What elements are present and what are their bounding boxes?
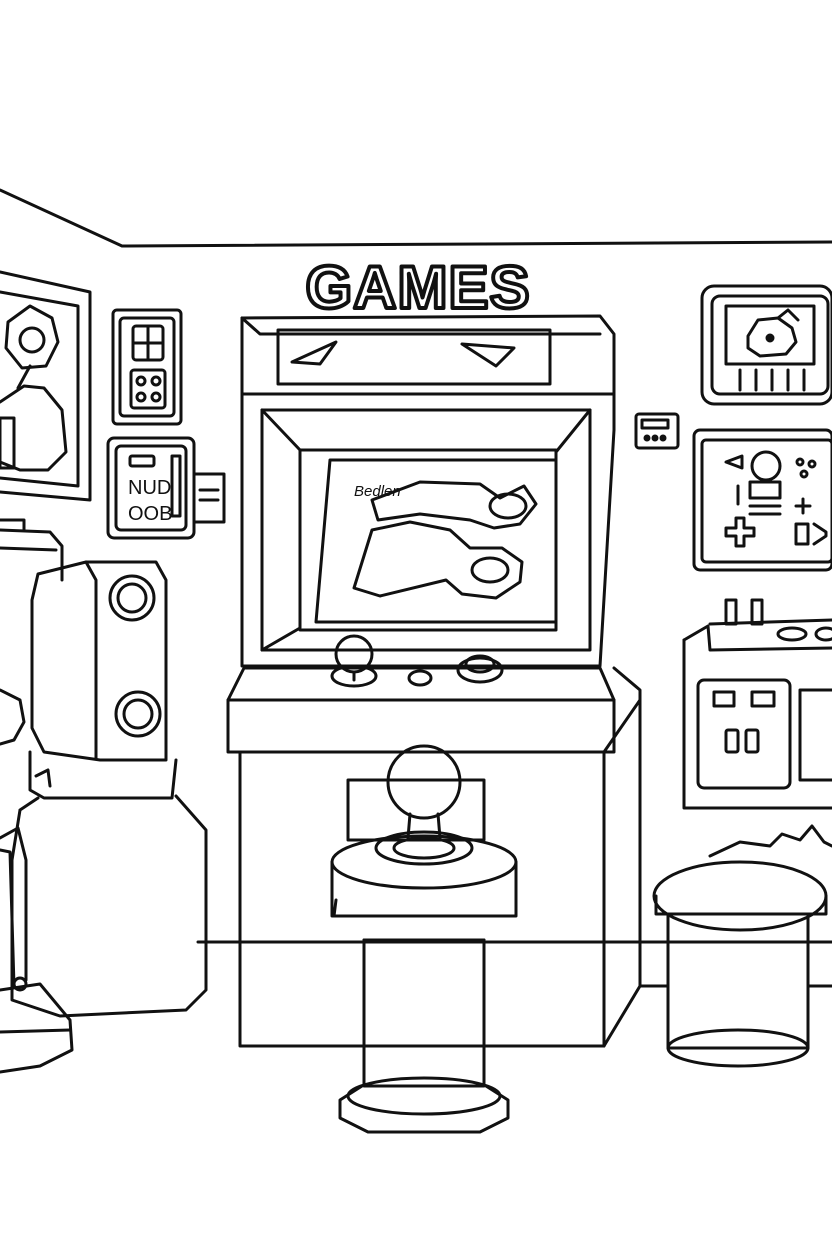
poster-nud-oob: NUD OOB [106, 436, 226, 540]
arcade-screen: Bedlen [314, 458, 558, 624]
wall-switch [634, 412, 680, 450]
speaker-bottom-icon [114, 690, 162, 738]
left-machine [0, 528, 208, 1074]
arcade-cabinet: Bedlen [226, 314, 642, 1048]
games-sign-text: GAMES [305, 254, 530, 321]
trash-bin [652, 824, 832, 1068]
poster-controller-diagram [692, 428, 832, 572]
joystick-pedestal [330, 744, 518, 1134]
poster-text-line1: NUD [128, 477, 171, 499]
speaker-top-icon [108, 574, 156, 622]
poster-text-line2: OOB [128, 503, 172, 525]
right-console [682, 598, 832, 810]
large-button-icon [456, 656, 504, 684]
poster-controller-panel [111, 308, 183, 426]
games-sign: GAMES [303, 252, 531, 323]
small-button-icon [407, 669, 433, 687]
room-walls [0, 188, 832, 944]
poster-robot-hand [0, 270, 92, 532]
poster-character-tv [700, 284, 832, 406]
screen-text: Bedlen [354, 483, 401, 500]
